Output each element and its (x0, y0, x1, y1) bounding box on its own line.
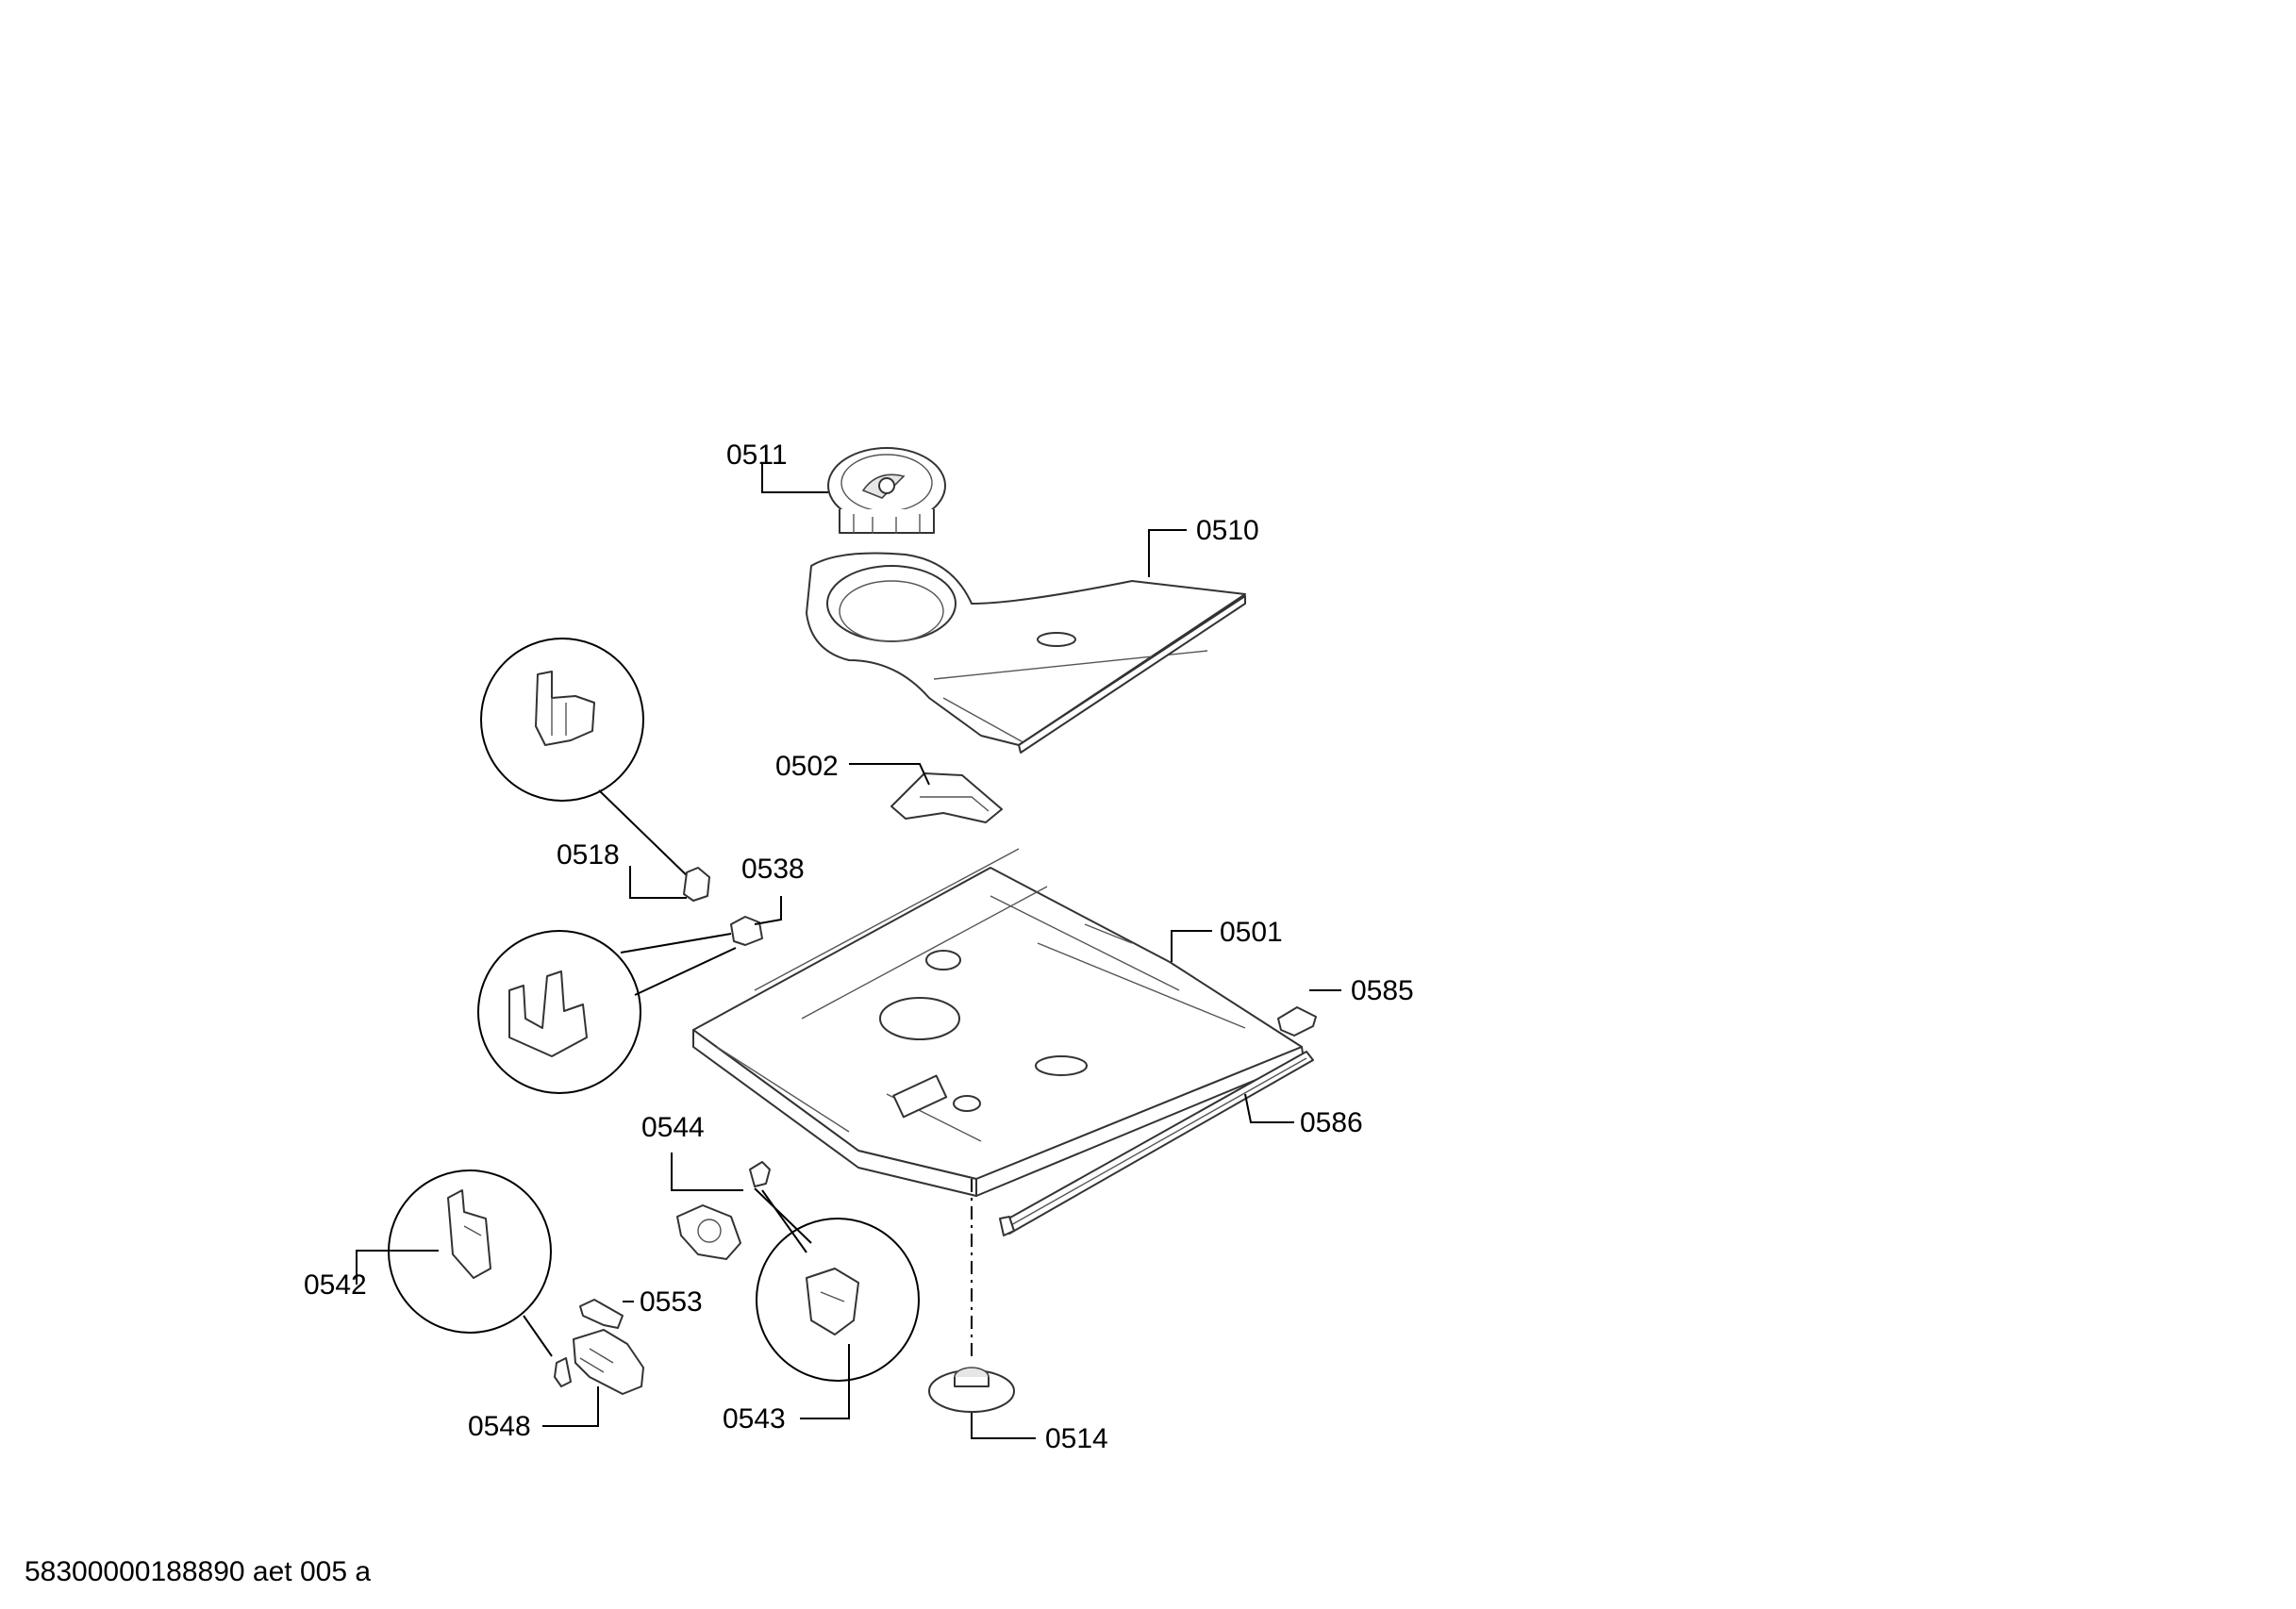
leader-0586 (1244, 1093, 1294, 1123)
part-0514-foot[interactable] (928, 1367, 1015, 1413)
part-0544-sensor[interactable] (676, 1204, 741, 1260)
callout-0501: 0501 (1220, 917, 1283, 948)
part-0538-bracket[interactable] (730, 916, 763, 946)
drawing-id-footer: 58300000188890 aet 005 a (25, 1556, 372, 1587)
detail-0543-part (806, 1268, 859, 1335)
leader-detail-0518 (598, 789, 694, 883)
leader-detail-0538-a (620, 933, 732, 954)
leader-0543 (800, 1344, 850, 1419)
callout-0542: 0542 (304, 1269, 367, 1301)
part-0548-switch[interactable] (554, 1329, 644, 1395)
part-0544-connector[interactable] (749, 1161, 771, 1187)
detail-0538-bracket (508, 970, 588, 1057)
part-0518-bracket[interactable] (683, 867, 710, 902)
leader-0514 (971, 1413, 1036, 1439)
part-0501-base-plate[interactable] (692, 848, 1305, 1197)
part-0511-fan-wheel[interactable] (827, 447, 946, 534)
callout-0511: 0511 (726, 440, 788, 471)
leader-0501 (1171, 930, 1212, 962)
leader-detail-0543-b (754, 1187, 812, 1244)
leader-0510 (1148, 529, 1187, 577)
part-0586-rail[interactable] (999, 1051, 1314, 1236)
callout-0518: 0518 (557, 839, 620, 871)
part-0502-air-duct[interactable] (890, 772, 1003, 823)
callout-0538: 0538 (741, 854, 805, 885)
leader-0538 (754, 896, 782, 925)
callout-0553: 0553 (640, 1286, 703, 1318)
leader-detail-0543-a (761, 1189, 807, 1253)
leader-0518 (629, 866, 687, 899)
detail-0542-bracket[interactable] (447, 1189, 491, 1279)
callout-0544: 0544 (641, 1112, 705, 1143)
callout-0514: 0514 (1045, 1423, 1108, 1454)
callout-0510: 0510 (1196, 515, 1259, 546)
callout-0585: 0585 (1351, 975, 1414, 1006)
part-0585-clip[interactable] (1277, 1006, 1317, 1037)
callout-0502: 0502 (775, 751, 839, 782)
leader-detail-0542 (523, 1315, 553, 1357)
part-0553-clip[interactable] (579, 1299, 624, 1329)
callout-0548: 0548 (468, 1411, 531, 1442)
part-0510-fan-housing[interactable] (806, 552, 1246, 754)
callout-0586: 0586 (1300, 1107, 1363, 1138)
leader-0544 (671, 1153, 743, 1191)
callout-0543: 0543 (723, 1403, 786, 1435)
leader-0548 (542, 1386, 599, 1427)
detail-0518-bracket (535, 671, 595, 746)
leader-0511 (761, 462, 828, 493)
leader-0542 (356, 1250, 439, 1285)
leader-detail-0538-b (634, 947, 737, 996)
leader-0502 (849, 763, 930, 786)
